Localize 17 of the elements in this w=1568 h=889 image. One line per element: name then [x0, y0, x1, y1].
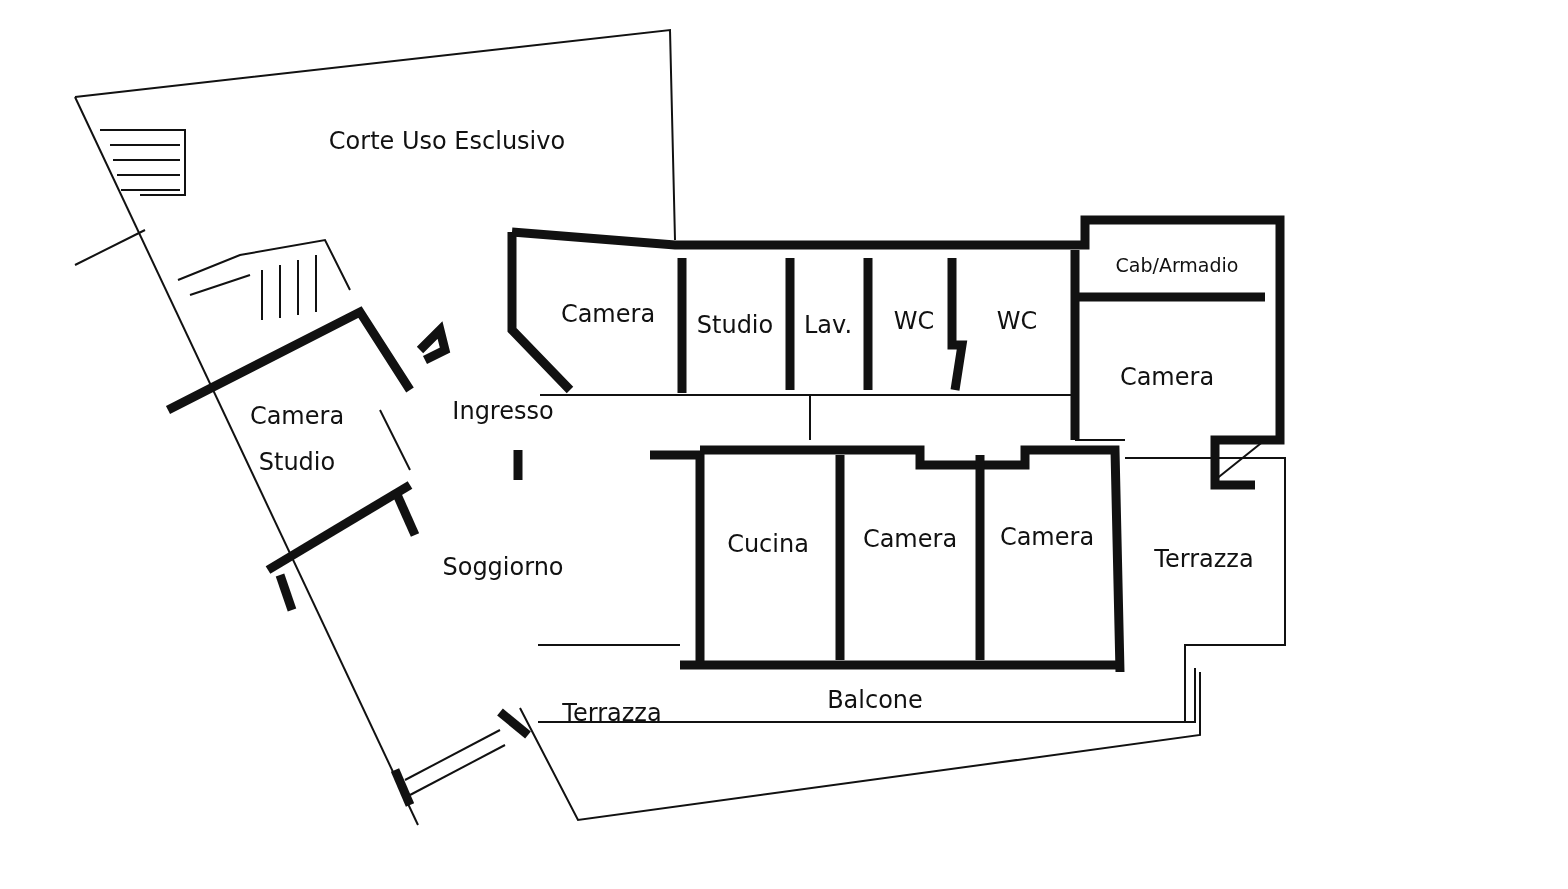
room-label: WC	[996, 306, 1038, 338]
room-label: Cab/Armadio	[1115, 252, 1239, 278]
room-label: Lav.	[804, 310, 852, 342]
room-label: Cucina	[727, 529, 809, 561]
room-label: Camera	[560, 299, 656, 331]
room-label: Balcone	[827, 685, 923, 717]
room-label: Camera	[999, 522, 1095, 554]
room-label: Studio	[696, 310, 774, 342]
room-label: Terrazza	[562, 698, 662, 730]
room-label: Ingresso	[452, 396, 554, 428]
room-label: Terrazza	[1154, 544, 1254, 576]
room-label: WC	[893, 306, 935, 338]
room-label: Camera Studio	[248, 401, 346, 478]
room-label: Camera	[862, 524, 958, 556]
room-label: Camera	[1119, 362, 1215, 394]
room-label: Soggiorno	[442, 552, 564, 584]
room-label: Corte Uso Esclusivo	[328, 126, 566, 158]
